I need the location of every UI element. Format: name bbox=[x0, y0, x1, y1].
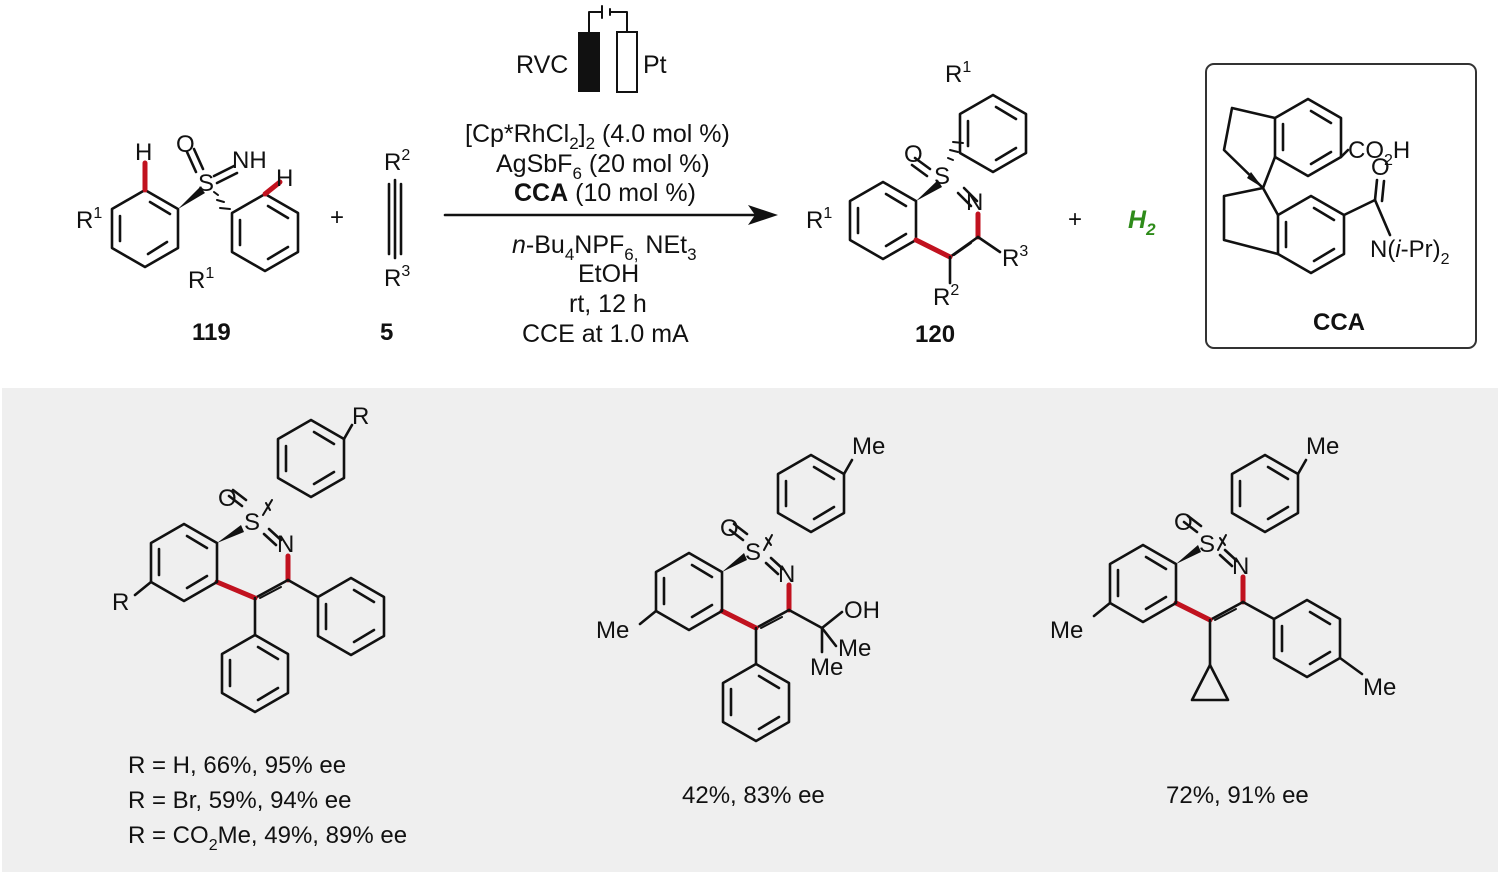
cathode-electrode bbox=[616, 31, 638, 93]
plus-sign: + bbox=[330, 204, 344, 231]
anode-label: RVC bbox=[516, 51, 568, 79]
atom-s: S bbox=[244, 509, 260, 536]
carboxylic-acid: CO2H bbox=[1348, 137, 1410, 169]
substituent-r: R bbox=[112, 589, 129, 616]
cca-structure-box: CO2H O N(i-Pr)2 CCA bbox=[1205, 63, 1477, 349]
atom-o: O bbox=[904, 141, 923, 168]
product-120: O S N R1 R1 R2 R3 120 bbox=[806, 59, 1028, 348]
methyl-group: Me bbox=[852, 433, 885, 460]
examples-panel bbox=[2, 388, 1498, 872]
methyl-group: Me bbox=[1050, 617, 1083, 644]
atom-n: N bbox=[1232, 553, 1249, 580]
reaction-conditions: [Cp*RhCl2]2 (4.0 mol %) AgSbF6 (20 mol %… bbox=[465, 120, 730, 207]
compound-id: 120 bbox=[915, 321, 955, 348]
substituent-r: R bbox=[352, 403, 369, 430]
atom-o: O bbox=[1371, 154, 1390, 181]
arrowhead bbox=[748, 205, 778, 225]
atom-s: S bbox=[198, 170, 214, 197]
amide-group: N(i-Pr)2 bbox=[1370, 236, 1450, 268]
substituent-r3: R3 bbox=[384, 263, 410, 292]
atom-s: S bbox=[934, 163, 950, 190]
example-2: Me Me O S N OH Me Me 42%, 83% ee bbox=[596, 433, 885, 809]
electrolyte-text: n-Bu4NPF6, NEt3 bbox=[512, 231, 697, 264]
compound-id: 119 bbox=[192, 319, 231, 346]
cathode-label: Pt bbox=[643, 51, 667, 79]
current-text: CCE at 1.0 mA bbox=[522, 320, 689, 348]
reaction-conditions-below: n-Bu4NPF6, NEt3 EtOH rt, 12 h CCE at 1.0… bbox=[512, 231, 697, 348]
atom-n: N bbox=[277, 531, 294, 558]
substituent-r3: R3 bbox=[1002, 243, 1028, 272]
methyl-group: Me bbox=[1363, 674, 1396, 701]
example-1: R R O S N R = H, 66%, 95% ee R = Br, 59%… bbox=[112, 403, 407, 854]
atom-o: O bbox=[218, 485, 237, 512]
anode-electrode bbox=[578, 32, 600, 92]
atom-o: O bbox=[1174, 509, 1193, 536]
atom-h: H bbox=[135, 139, 152, 166]
atom-s: S bbox=[745, 539, 761, 566]
alkyne-5: R2 R3 5 bbox=[380, 147, 410, 346]
cca-loading-text: CCA (10 mol %) bbox=[514, 179, 696, 207]
cca-label: CCA bbox=[1313, 309, 1365, 336]
atom-s: S bbox=[1199, 531, 1215, 558]
atom-n: N bbox=[778, 561, 795, 588]
methyl-group: Me bbox=[596, 617, 629, 644]
atom-o: O bbox=[176, 131, 195, 158]
result-line: R = Br, 59%, 94% ee bbox=[128, 787, 351, 814]
compound-id: 5 bbox=[380, 319, 393, 346]
substituent-r1: R1 bbox=[76, 205, 102, 234]
substituent-r1: R1 bbox=[188, 265, 214, 294]
hydroxyl-group: OH bbox=[844, 597, 880, 624]
substituent-r2: R2 bbox=[933, 282, 959, 311]
substrate-119: H H O S NH R1 R1 119 bbox=[76, 131, 300, 346]
atom-o: O bbox=[720, 515, 739, 542]
atom-h: H bbox=[276, 165, 293, 192]
plus-sign: + bbox=[1068, 206, 1082, 233]
methyl-group: Me bbox=[810, 654, 843, 681]
methyl-group: Me bbox=[1306, 433, 1339, 460]
temp-time-text: rt, 12 h bbox=[569, 290, 647, 318]
example-3: Me Me O S N Me 72%, 91% ee bbox=[1050, 433, 1396, 809]
atom-n: N bbox=[966, 189, 983, 216]
byproduct-h2: H2 bbox=[1128, 206, 1156, 239]
result-line: R = H, 66%, 95% ee bbox=[128, 752, 346, 779]
substituent-r1: R1 bbox=[945, 59, 971, 88]
solvent-text: EtOH bbox=[578, 260, 639, 288]
additive-text: AgSbF6 (20 mol %) bbox=[496, 150, 710, 183]
methyl-group: Me bbox=[838, 635, 871, 662]
substituent-r1: R1 bbox=[806, 205, 832, 234]
result-line: 42%, 83% ee bbox=[682, 782, 825, 809]
result-line: R = CO2Me, 49%, 89% ee bbox=[128, 822, 407, 854]
result-line: 72%, 91% ee bbox=[1166, 782, 1309, 809]
atom-nh: NH bbox=[232, 147, 267, 174]
catalyst-text: [Cp*RhCl2]2 (4.0 mol %) bbox=[465, 120, 730, 153]
substituent-r2: R2 bbox=[384, 147, 410, 176]
electrochemical-cell: RVC Pt bbox=[516, 5, 667, 93]
